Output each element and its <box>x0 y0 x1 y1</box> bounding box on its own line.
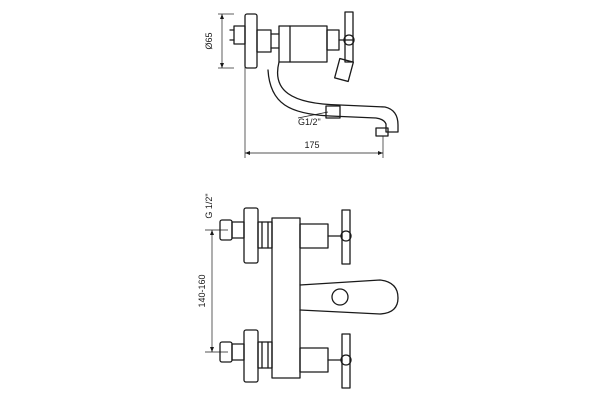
lower-inlet <box>219 329 273 383</box>
lower-cross-handle[interactable] <box>327 333 352 389</box>
diameter-label: Ø65 <box>204 32 214 49</box>
spacing-dimension: 140-160 <box>197 229 228 353</box>
upper-inlet <box>219 207 273 264</box>
length-label: 175 <box>304 140 319 150</box>
side-view: Ø65 175 <box>204 11 399 158</box>
thread-callout-top: G1/2" <box>297 111 329 127</box>
thread-label-top: G1/2" <box>298 117 321 127</box>
upper-cross-handle[interactable] <box>327 209 352 265</box>
spacing-label: 140-160 <box>197 274 207 307</box>
spout <box>267 61 399 137</box>
wall-flange <box>229 13 280 69</box>
vertical-body <box>271 217 329 379</box>
mixer-body <box>278 25 340 63</box>
cross-handle[interactable] <box>338 11 355 63</box>
diverter-knob[interactable] <box>334 57 354 83</box>
spout-front <box>299 279 399 315</box>
front-view: G 1/2" 140-160 <box>197 193 399 389</box>
thread-label-front: G 1/2" <box>204 193 214 218</box>
diameter-dimension: Ø65 <box>204 13 234 69</box>
length-dimension: 175 <box>244 64 384 158</box>
